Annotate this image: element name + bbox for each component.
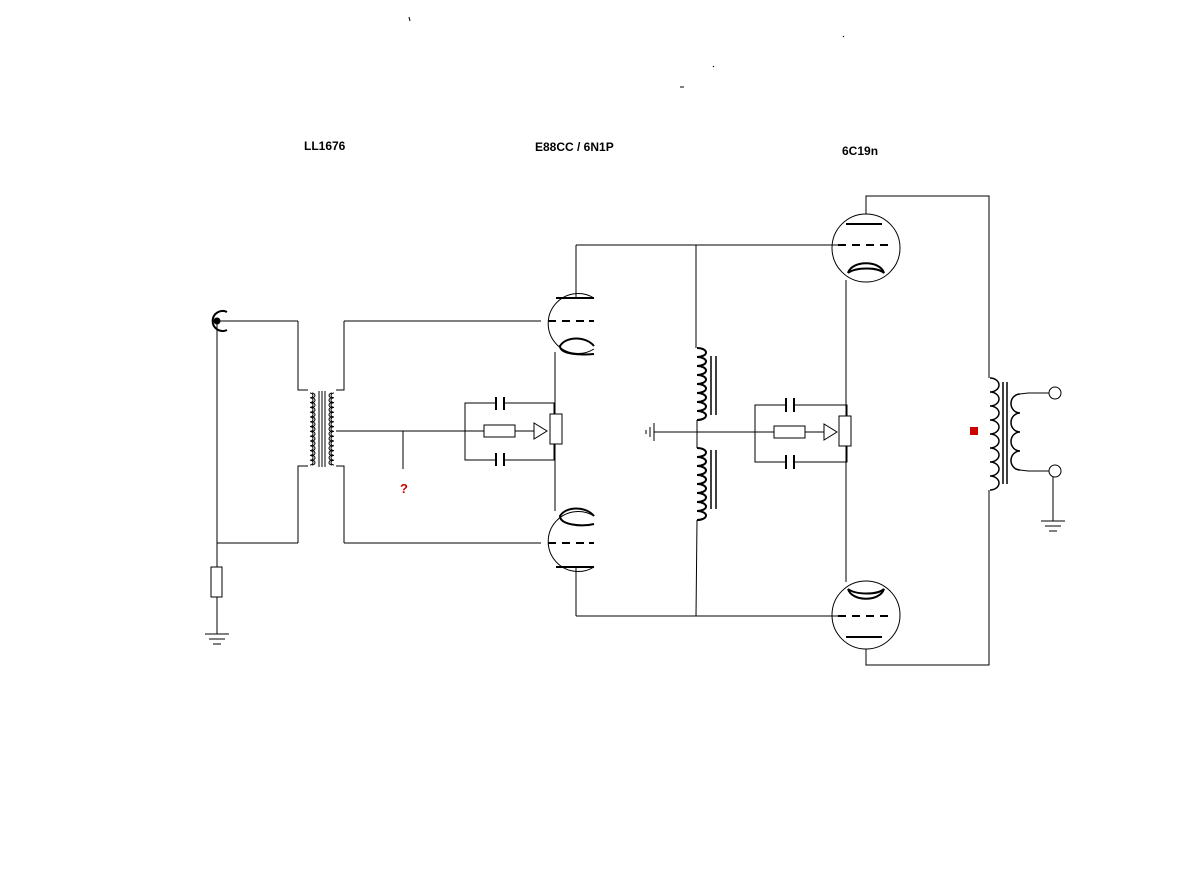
label-driver-tube: E88CC / 6N1P [535,140,614,154]
interstage-choke [695,245,717,617]
ground-icon [645,423,655,441]
label-output-tube: 6C19n [842,144,879,158]
label-unknown-node: ? [400,481,408,496]
input-transformer [297,321,345,543]
input-resistor [210,566,223,598]
driver-bias-network [464,397,563,466]
ground-icon [1041,520,1065,532]
marker-dot-icon [970,427,978,435]
driver-tube-lower [547,507,595,572]
output-terminal-icon [1048,386,1062,478]
output-tube-upper [831,213,901,283]
ground-icon [205,633,229,645]
stray-marks [408,16,845,88]
output-bias-network [754,398,852,469]
output-transformer [989,377,1049,491]
driver-tube-upper [547,293,595,356]
label-input-transformer: LL1676 [304,139,346,153]
output-tube-lower [831,580,901,650]
